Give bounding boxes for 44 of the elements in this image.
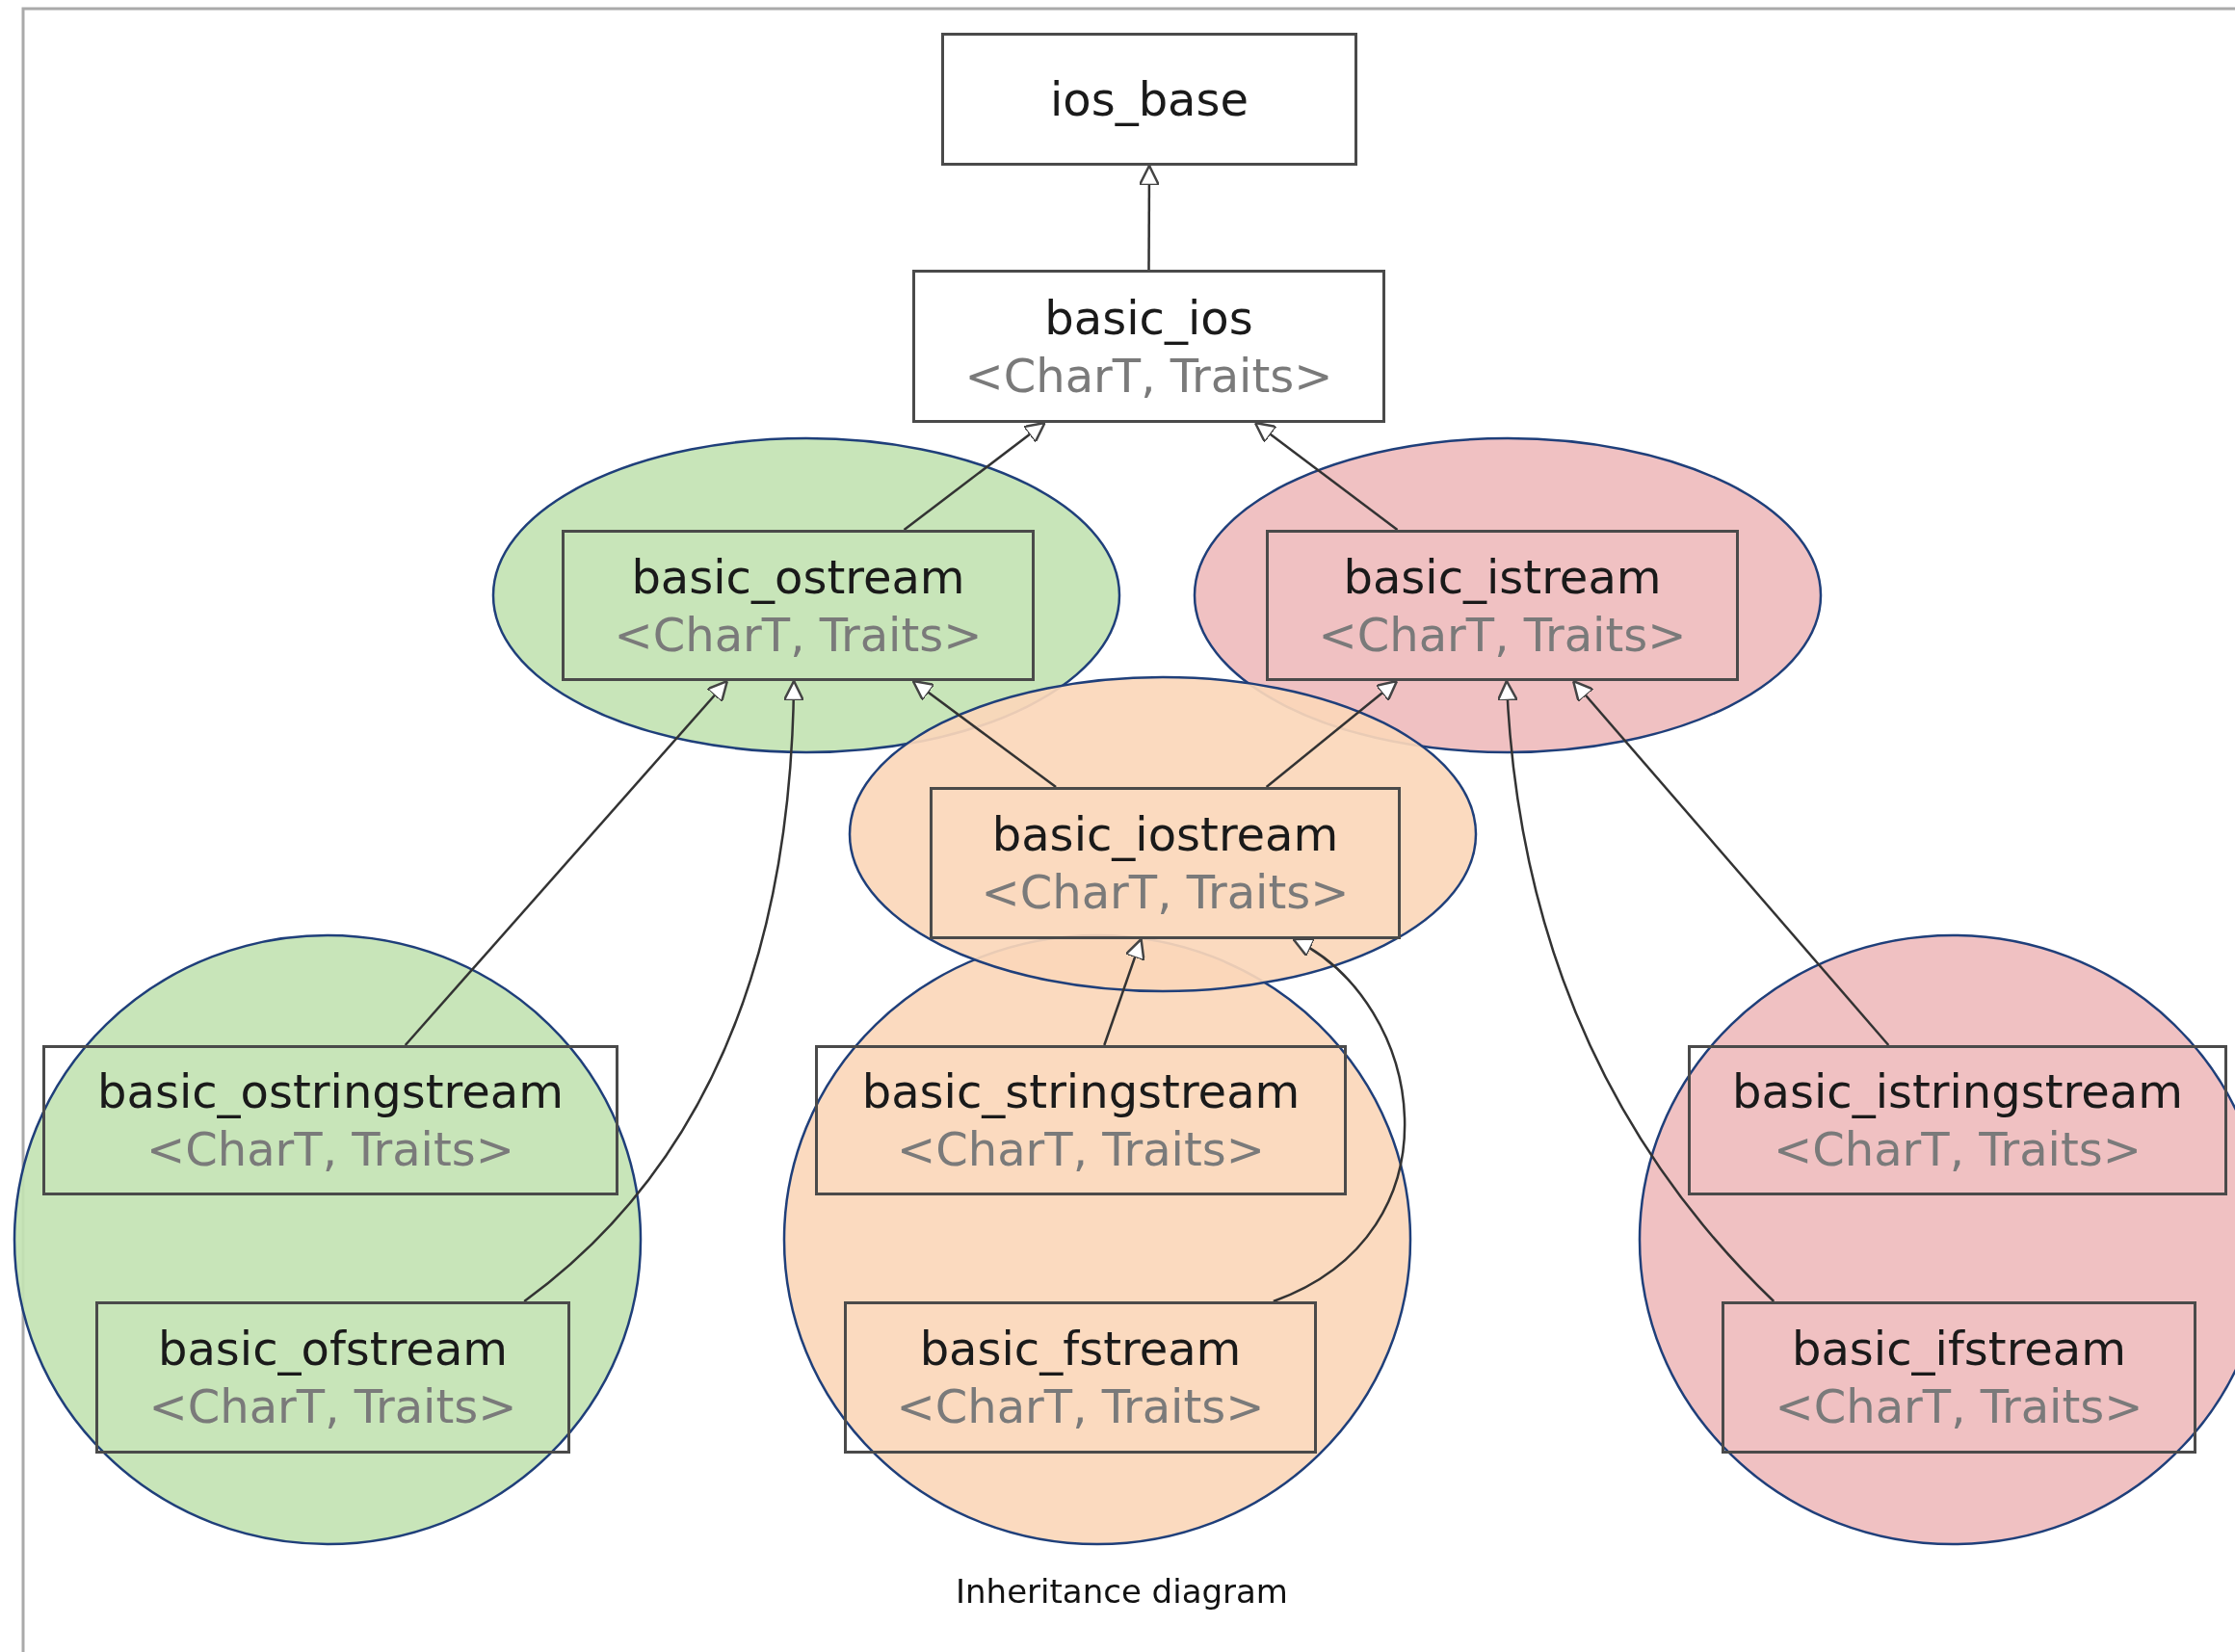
inheritance-arrow xyxy=(1497,679,1775,1302)
class-box xyxy=(95,1301,570,1454)
class-name: basic_iostream xyxy=(991,806,1339,863)
class-box xyxy=(42,1045,618,1195)
inheritance-arrow xyxy=(1265,679,1399,788)
class-name: ios_base xyxy=(1049,71,1249,128)
inheritance-arrow xyxy=(404,679,729,1046)
inheritance-arrow xyxy=(523,679,804,1302)
template-parameters: <CharT, Traits> xyxy=(897,1121,1265,1178)
inheritance-arrow xyxy=(1273,937,1407,1303)
template-parameters: <CharT, Traits> xyxy=(896,1378,1265,1435)
class-name: basic_stringstream xyxy=(861,1063,1301,1120)
template-parameters: <CharT, Traits> xyxy=(1318,606,1687,664)
template-parameters: <CharT, Traits> xyxy=(146,1121,514,1178)
template-parameters: <CharT, Traits> xyxy=(981,864,1350,921)
class-box xyxy=(844,1301,1317,1454)
inheritance-arrow xyxy=(1103,937,1145,1046)
inheritance-arrow xyxy=(1138,164,1161,270)
class-name: basic_ostringstream xyxy=(97,1063,564,1120)
class-box xyxy=(930,787,1401,939)
class-name: basic_fstream xyxy=(919,1321,1242,1377)
inheritance-arrow xyxy=(1253,421,1399,531)
class-name: basic_ostream xyxy=(631,548,965,606)
class-box xyxy=(1722,1301,2196,1454)
class-name: basic_ios xyxy=(1044,289,1253,347)
class-name: basic_ofstream xyxy=(157,1321,509,1377)
class-box xyxy=(941,33,1357,166)
caption: Inheritance diagram xyxy=(956,1572,1288,1611)
class-box xyxy=(912,270,1385,423)
template-parameters: <CharT, Traits> xyxy=(1774,1121,2142,1178)
template-parameters: <CharT, Traits> xyxy=(964,347,1333,405)
template-parameters: <CharT, Traits> xyxy=(614,606,983,664)
inheritance-arrow xyxy=(903,421,1046,531)
class-box xyxy=(1266,530,1739,681)
class-name: basic_ifstream xyxy=(1791,1321,2127,1377)
class-box xyxy=(815,1045,1347,1195)
class-name: basic_istream xyxy=(1343,548,1662,606)
class-box xyxy=(1688,1045,2227,1195)
class-box xyxy=(562,530,1035,681)
template-parameters: <CharT, Traits> xyxy=(148,1378,517,1435)
template-parameters: <CharT, Traits> xyxy=(1775,1378,2143,1435)
inheritance-arrow xyxy=(911,679,1057,788)
class-name: basic_istringstream xyxy=(1732,1063,2183,1120)
inheritance-arrow xyxy=(1571,679,1890,1046)
